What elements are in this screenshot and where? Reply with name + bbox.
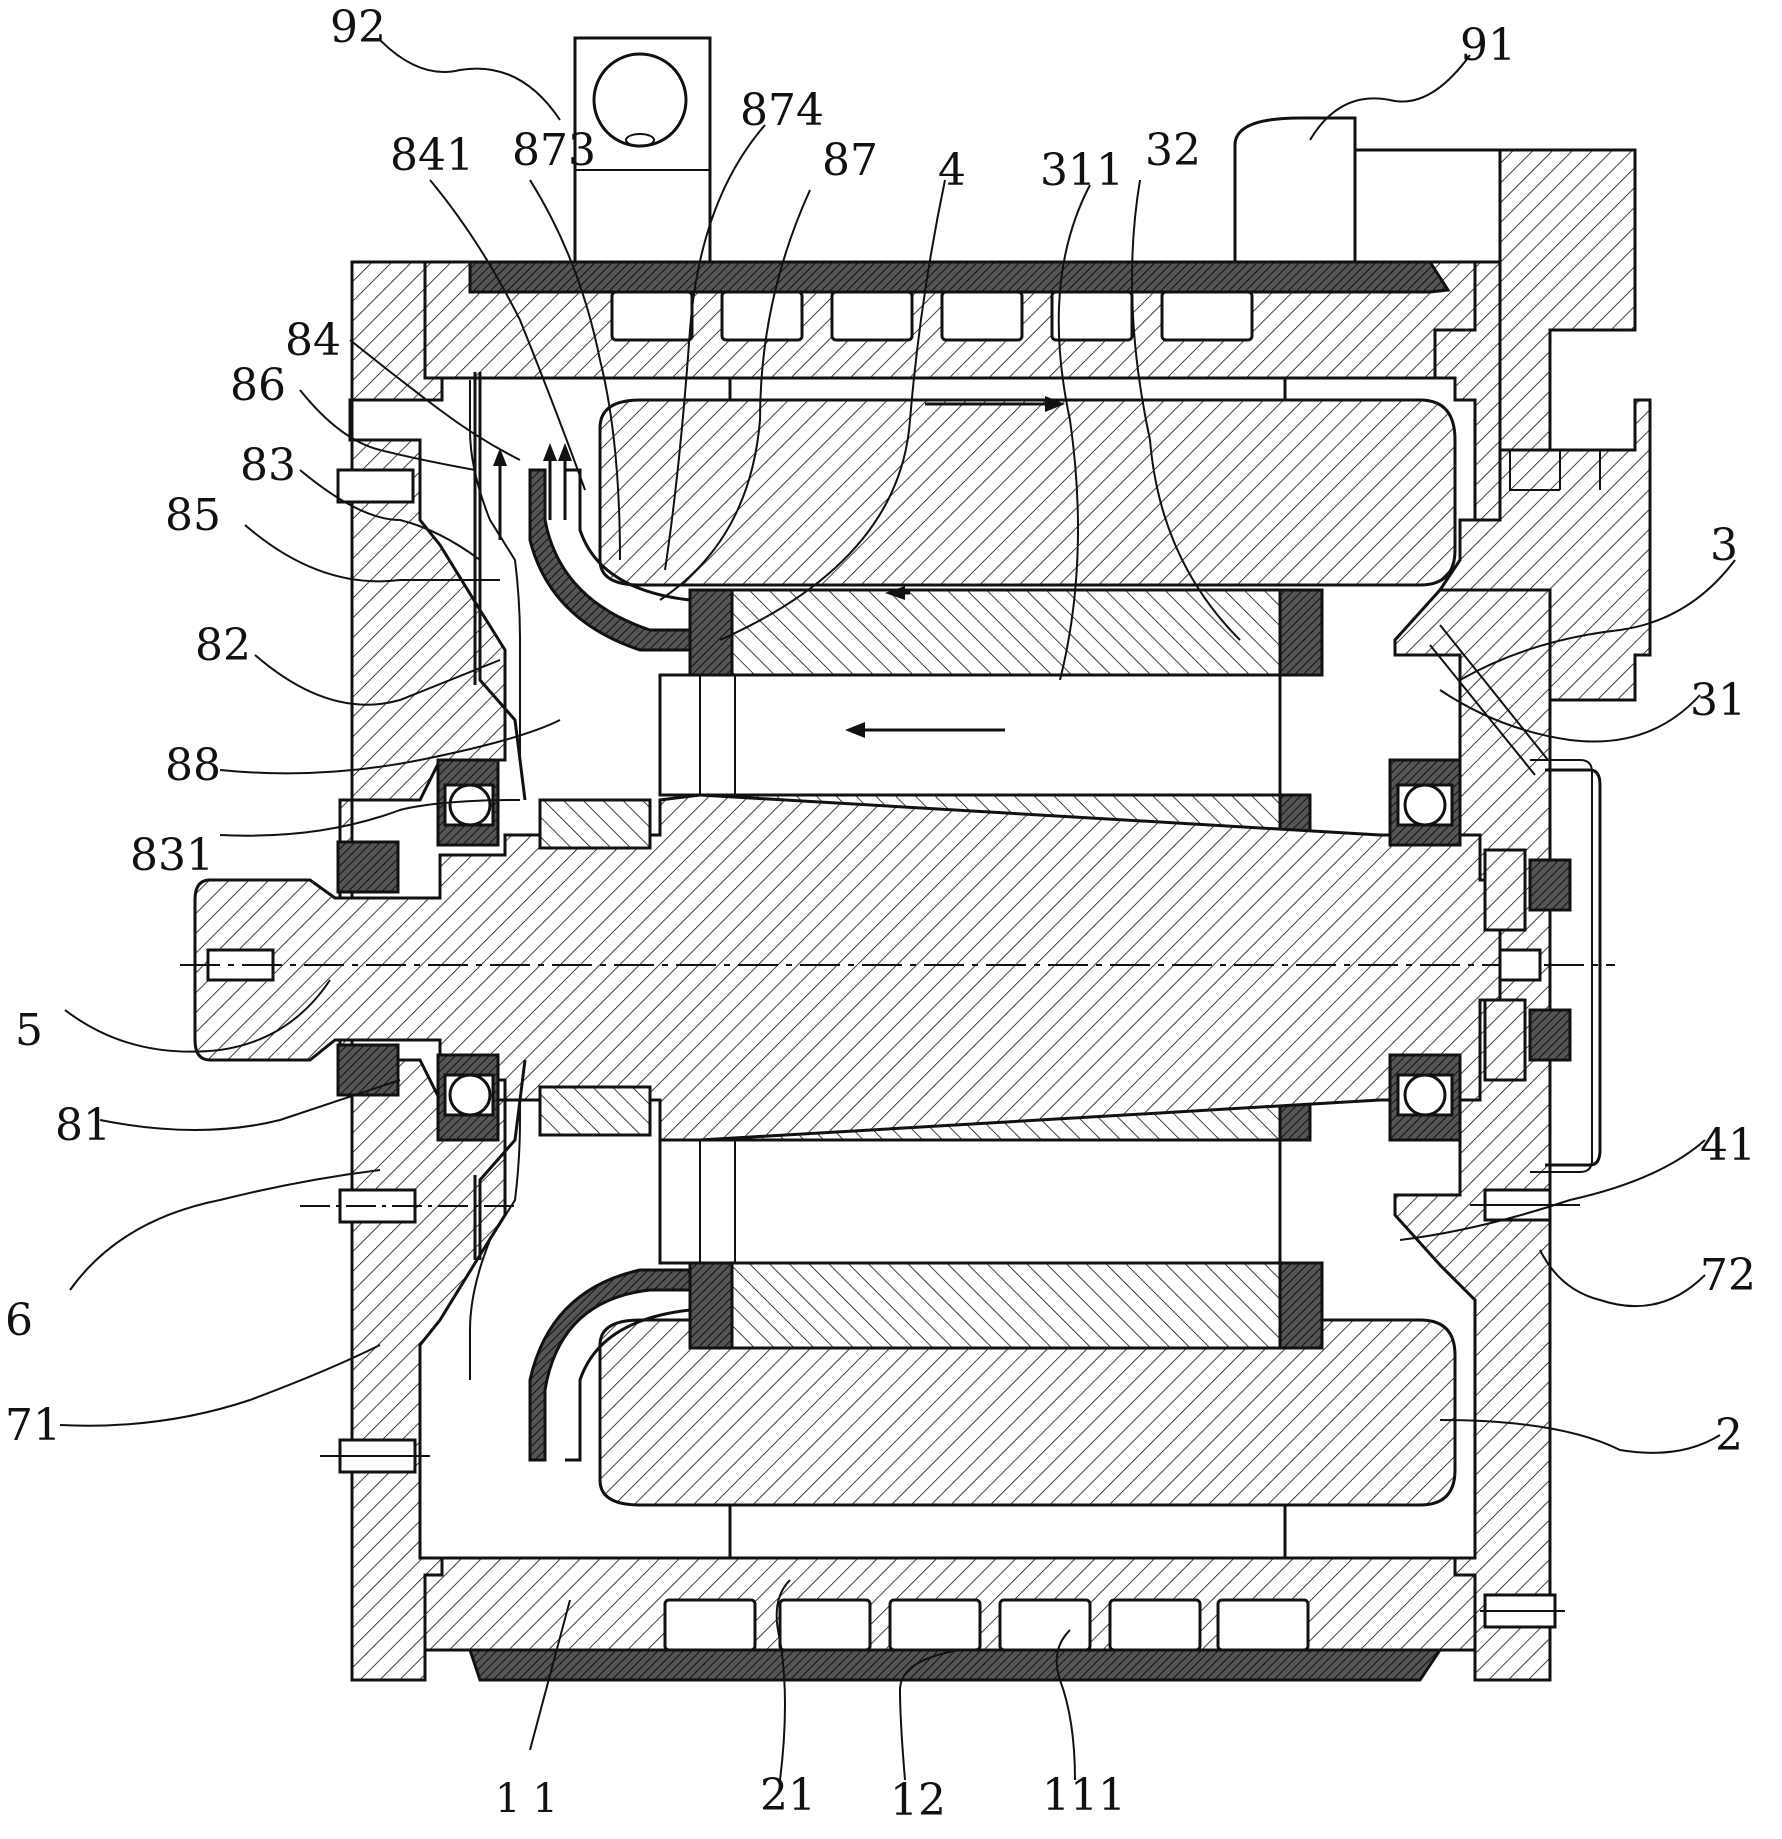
shaft-seal-top [336, 840, 400, 894]
rotor-bore-bottom [658, 1138, 1282, 1265]
label-5: 5 [15, 1005, 43, 1056]
label-85: 85 [165, 490, 221, 541]
coolant-port-block [573, 36, 712, 264]
label-2: 2 [1715, 1410, 1743, 1461]
flow-tube-bottom [528, 1268, 692, 1462]
flow-arrow-up-3 [558, 443, 572, 520]
rotor-core-top [688, 588, 1282, 677]
shaft [193, 793, 1502, 1142]
end-ring-left-top [688, 588, 734, 677]
label-12: 12 [890, 1775, 946, 1826]
bolt-right-bottom [1480, 1593, 1565, 1629]
label-32: 32 [1145, 125, 1201, 176]
label-4: 4 [938, 145, 966, 196]
label-92: 92 [330, 2, 386, 53]
stator-top [598, 398, 1457, 587]
label-311: 311 [1040, 145, 1124, 196]
bearing-right-top [1388, 758, 1462, 847]
flow-arrow-up-1 [493, 448, 507, 540]
label-11: 11 [495, 1776, 570, 1822]
top-cooling-channels [610, 290, 1254, 342]
label-88: 88 [165, 740, 221, 791]
label-831: 831 [130, 830, 214, 881]
label-83: 83 [240, 440, 296, 491]
shaft-seal-bottom [336, 1043, 400, 1097]
jacket-bottom-band [467, 1648, 1443, 1682]
label-84: 84 [285, 315, 341, 366]
label-111: 111 [1042, 1770, 1126, 1821]
label-874: 874 [740, 85, 824, 136]
jacket-top-band [468, 260, 1451, 294]
label-41: 41 [1700, 1120, 1756, 1171]
end-ring-right-bottom [1278, 1261, 1324, 1350]
rotor-core-bottom [688, 1261, 1282, 1350]
label-6: 6 [5, 1295, 33, 1346]
end-ring-left-bottom [688, 1261, 734, 1350]
label-86: 86 [230, 360, 286, 411]
bolt-right-middle [1470, 1188, 1580, 1222]
resolver-cover [1545, 768, 1602, 1167]
flow-arrow-up-2 [543, 443, 557, 520]
label-71: 71 [5, 1400, 61, 1451]
bolt-left-top [336, 468, 415, 504]
terminal-box-outline [1233, 116, 1357, 262]
label-21: 21 [760, 1770, 816, 1821]
label-91: 91 [1460, 20, 1516, 71]
bearing-left-bottom [436, 1053, 500, 1142]
label-82: 82 [195, 620, 251, 671]
flow-tube-top [528, 468, 692, 652]
rotor-bore-top [658, 673, 1282, 797]
bolt-left-bottom [320, 1438, 430, 1474]
label-841: 841 [390, 130, 474, 181]
terminal-box [1355, 148, 1637, 452]
flow-arrow-gap-left [885, 586, 910, 600]
flow-arrow-top-right [925, 396, 1065, 412]
left-end-cover [338, 260, 507, 1682]
label-873: 873 [512, 125, 596, 176]
terminal-box-lower [1437, 398, 1652, 702]
label-87: 87 [822, 135, 878, 186]
flow-arrow-rotor-left [845, 722, 1005, 738]
bottom-cooling-channels [663, 1598, 1310, 1652]
end-ring-right-top [1278, 588, 1324, 677]
stator-bottom [598, 1318, 1457, 1507]
label-81: 81 [55, 1100, 111, 1151]
label-3: 3 [1710, 520, 1738, 571]
terminal-lines [1509, 450, 1601, 491]
leader-lines [59, 39, 1736, 1781]
bolt-left-middle [300, 1188, 520, 1224]
label-31: 31 [1690, 675, 1746, 726]
label-72: 72 [1700, 1250, 1756, 1301]
bearing-right-bottom [1388, 1053, 1462, 1142]
